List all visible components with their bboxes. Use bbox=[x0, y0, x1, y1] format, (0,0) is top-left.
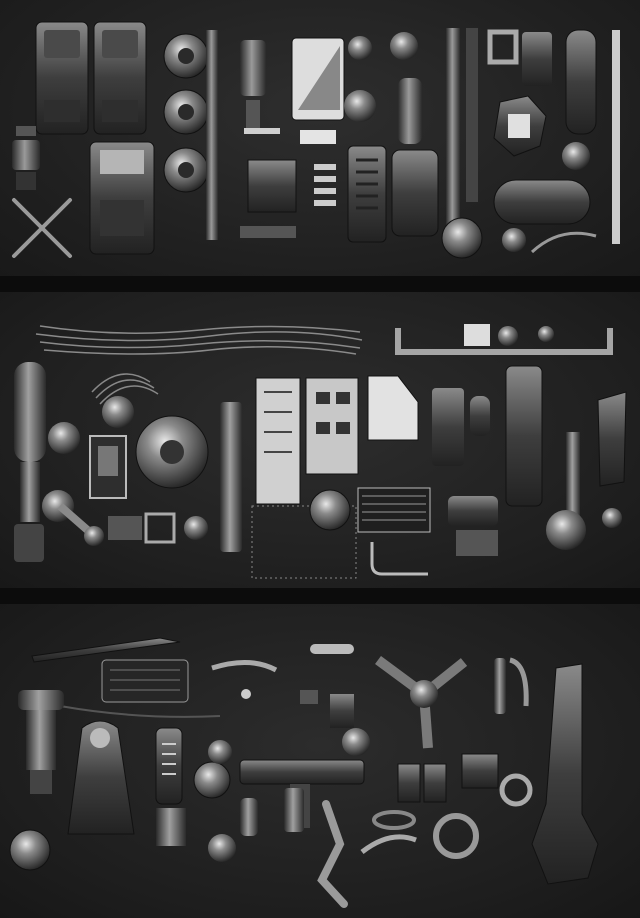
small-lenses-part bbox=[344, 32, 418, 122]
wheel-hub-part bbox=[48, 396, 209, 489]
vertical-column-part bbox=[220, 402, 242, 552]
parts-panel-top bbox=[0, 0, 640, 276]
clip-part bbox=[494, 657, 529, 714]
panel-separator bbox=[0, 276, 640, 292]
round-lens-part bbox=[309, 489, 351, 531]
lens-turret-part bbox=[18, 690, 64, 794]
cylinder-cluster-part bbox=[208, 788, 304, 862]
tower-mount-part bbox=[67, 720, 135, 835]
cross-wrench-part bbox=[12, 198, 72, 258]
battery-pack-part bbox=[101, 659, 189, 703]
grip-arm-part bbox=[317, 800, 348, 908]
small-fittings-part bbox=[241, 644, 370, 756]
ring-part bbox=[372, 773, 533, 859]
bracket-small-part bbox=[108, 512, 208, 544]
cable-bundle-part bbox=[35, 325, 363, 355]
cable-strand-part bbox=[59, 705, 221, 718]
control-box-part bbox=[89, 435, 127, 499]
parts-panel-bottom bbox=[0, 604, 640, 918]
housing-block-part bbox=[89, 141, 155, 255]
blade-part bbox=[31, 637, 181, 663]
disc-stack-part bbox=[163, 30, 218, 240]
hex-nut-part bbox=[493, 95, 547, 157]
grill-box-part bbox=[347, 145, 387, 243]
misc-plates-part bbox=[240, 159, 336, 238]
rail-part bbox=[446, 28, 478, 238]
bolt-part bbox=[12, 126, 40, 190]
clamp-part bbox=[370, 542, 428, 576]
wire-coil-part bbox=[91, 373, 159, 405]
pipe-part bbox=[493, 142, 591, 225]
panel-separator bbox=[0, 588, 640, 604]
gun-frame-part bbox=[505, 365, 627, 550]
vent-panels-part bbox=[255, 377, 359, 505]
bracket-part bbox=[487, 29, 620, 244]
hook-part bbox=[211, 659, 417, 854]
vent-strip-part bbox=[155, 727, 186, 846]
cylinder-stack-part bbox=[240, 40, 280, 134]
heavy-mech-part bbox=[531, 663, 599, 885]
gear-part bbox=[441, 217, 597, 259]
round-cap-part bbox=[9, 829, 51, 871]
twin-crate-part bbox=[35, 21, 147, 135]
rocket-canister-part bbox=[14, 362, 46, 562]
corner-plate-part bbox=[367, 375, 419, 441]
parts-render-bottom bbox=[9, 637, 599, 908]
tri-arm-part bbox=[375, 655, 468, 749]
lcd-panel-part bbox=[291, 37, 345, 144]
mesh-grid-part bbox=[251, 487, 431, 579]
crate-pair-part bbox=[397, 753, 499, 803]
pulley-arm-part bbox=[42, 490, 104, 546]
gauge-part bbox=[193, 740, 232, 799]
small-cylinder-part bbox=[448, 496, 622, 556]
parts-render-middle bbox=[14, 324, 627, 579]
armor-plate-part bbox=[391, 78, 439, 237]
sensor-blocks-part bbox=[464, 324, 554, 346]
parts-panel-middle bbox=[0, 292, 640, 588]
box-stack-part bbox=[432, 388, 490, 466]
parts-render-top bbox=[12, 21, 620, 259]
pipe-rail-part bbox=[395, 328, 613, 355]
